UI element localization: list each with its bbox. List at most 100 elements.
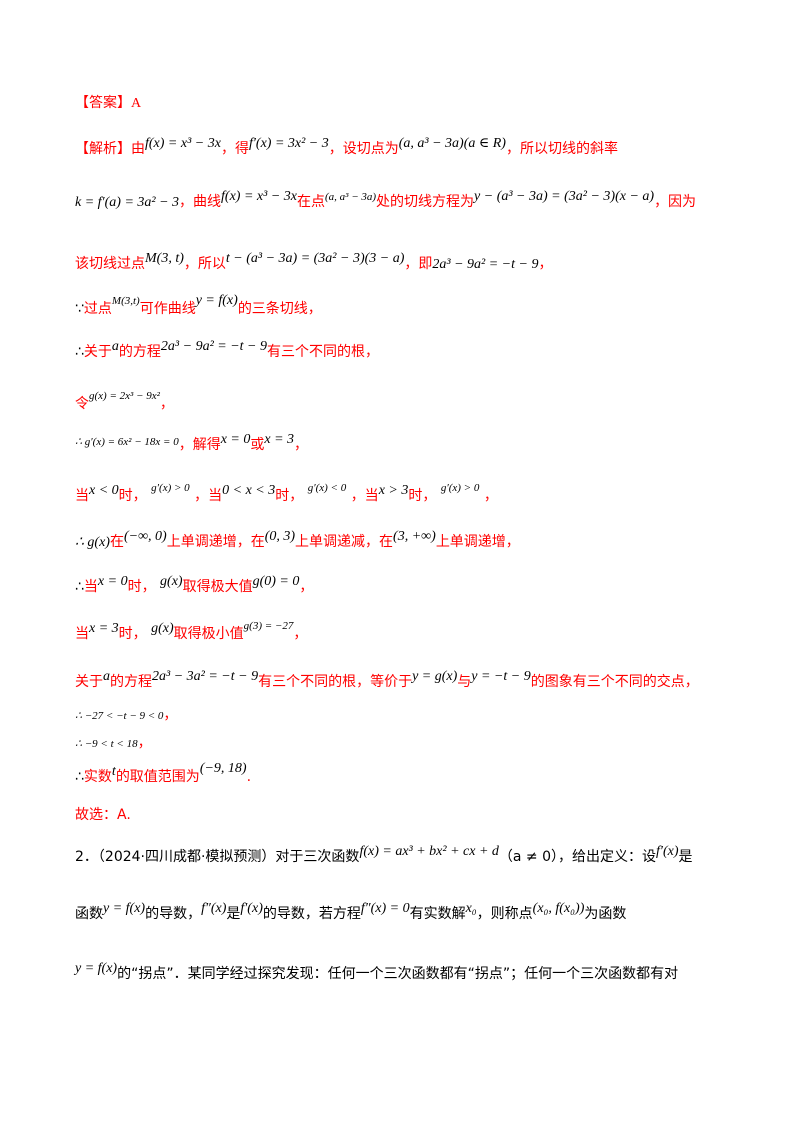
text: 的“拐点”．某同学经过探究发现：任何一个三次函数都有“拐点”；任何一个三次函数都…	[117, 966, 679, 982]
text: 实数	[83, 769, 112, 785]
text: 在	[109, 534, 124, 550]
text: 时，	[118, 626, 147, 642]
text: 的导数，	[145, 906, 202, 922]
math-expr: x = 0	[97, 574, 128, 589]
math-expr: ∴ g′(x) = 6x² − 18x = 0	[75, 436, 179, 448]
text: 有三个不同的根，等价于	[258, 674, 413, 690]
text: ，当	[194, 488, 223, 504]
analysis-line-10: ∴当x = 0时， g(x)取得极大值g(0) = 0，	[75, 574, 314, 597]
text: 上单调递增，在	[166, 534, 265, 550]
text: 该切线过点	[75, 256, 145, 272]
math-expr: x = 3	[264, 432, 295, 447]
problem2-line-1: 2．（2024·四川成都·模拟预测）对于三次函数f(x) = ax³ + bx²…	[75, 844, 693, 867]
math-expr: M(3, t)	[145, 251, 184, 266]
text: 为函数	[584, 906, 627, 922]
text: .	[246, 769, 252, 785]
problem2-line-2: 函数y = f(x)的导数，f″(x)是f′(x)的导数，若方程f″(x) = …	[75, 901, 627, 924]
math-expr: f′(x)	[656, 844, 679, 859]
text: 当	[83, 579, 98, 595]
math-expr: M(3,t)	[111, 295, 140, 307]
math-expr: g′(x) > 0	[440, 482, 480, 494]
text: 取得极小值	[173, 626, 244, 642]
text: 在点	[296, 194, 325, 210]
text: ，所以切线的斜率	[505, 141, 618, 157]
text: 有三个不同的根，	[267, 344, 379, 360]
math-expr: g′(x) > 0	[151, 482, 190, 494]
text: ，所以	[183, 256, 226, 272]
text: 的三条切线，	[237, 301, 322, 317]
analysis-line-6: 令g(x) = 2x³ − 9x²，	[75, 390, 174, 414]
text: 上单调递增，	[435, 534, 520, 550]
math-expr: g(3) = −27	[243, 620, 294, 632]
math-expr: k = f′(a) = 3a² − 3	[75, 195, 180, 210]
therefore-symbol: ∴	[75, 579, 84, 595]
text: ，	[299, 579, 314, 595]
math-expr: a	[111, 339, 119, 354]
text: 是	[678, 849, 693, 865]
text: 的方程	[118, 344, 161, 360]
therefore-symbol: ∴	[75, 769, 84, 785]
math-expr: g′(x) < 0	[307, 482, 347, 494]
text: ，	[538, 256, 553, 272]
answer-value: A	[131, 96, 142, 111]
math-expr: f′(x)	[240, 901, 263, 916]
analysis-line-1: 【解析】由f(x) = x³ − 3x，得f′(x) = 3x² − 3，设切点…	[75, 136, 618, 159]
math-expr: (a, a³ − 3a)	[324, 191, 377, 203]
math-expr: f′(x) = 3x² − 3	[248, 136, 329, 151]
text: 由	[131, 141, 145, 157]
math-expr: 2a³ − 9a² = −t − 9	[160, 339, 267, 354]
text: ，	[163, 707, 178, 723]
analysis-line-4: ∵过点M(3,t)可作曲线y = f(x)的三条切线，	[75, 293, 322, 319]
math-expr: a	[103, 669, 110, 684]
math-expr: (−∞, 0)	[123, 529, 167, 544]
text: （a ≠ 0），给出定义：设	[498, 849, 657, 865]
text: 的导数，若方程	[262, 906, 361, 922]
math-expr: (a, a³ − 3a)(a ∈ R)	[398, 136, 506, 151]
math-expr: t − (a³ − 3a) = (3a² − 3)(3 − a)	[225, 251, 405, 266]
analysis-line-3: 该切线过点M(3, t)，所以t − (a³ − 3a) = (3a² − 3)…	[75, 251, 553, 274]
analysis-line-12: 关于a的方程2a³ − 3a² = −t − 9有三个不同的根，等价于y = g…	[75, 669, 699, 692]
math-expr: f″(x)	[201, 901, 227, 916]
analysis-line-7: ∴ g′(x) = 6x² − 18x = 0，解得x = 0或x = 3，	[75, 432, 309, 455]
math-expr: y = f(x)	[75, 961, 118, 976]
text: ，	[137, 735, 152, 751]
math-expr: x > 3	[378, 483, 409, 498]
text: 上单调递减，在	[295, 534, 394, 550]
text: 的方程	[110, 674, 152, 690]
math-expr: f(x) = x³ − 3x	[221, 189, 297, 204]
text: 处的切线方程为	[376, 194, 475, 210]
text: ，解得	[178, 437, 221, 453]
math-expr: 0 < x < 3	[222, 483, 276, 498]
text: ，	[483, 488, 498, 504]
answer-line: 【答案】A	[75, 94, 141, 113]
problem-heading: 2．（2024·四川成都·模拟预测）对于三次函数	[75, 849, 360, 865]
math-expr: y = g(x)	[412, 669, 458, 684]
math-expr: g(x) = 2x³ − 9x²	[89, 390, 160, 402]
text: ，	[294, 437, 309, 453]
text: 的图象有三个不同的交点，	[530, 674, 699, 690]
math-expr: y − (a³ − 3a) = (3a² − 3)(x − a)	[474, 189, 655, 204]
text: 关于	[75, 674, 103, 690]
answer-label: 【答案】	[75, 95, 131, 111]
problem2-line-3: y = f(x)的“拐点”．某同学经过探究发现：任何一个三次函数都有“拐点”；任…	[75, 961, 679, 984]
math-expr: f(x) = ax³ + bx² + cx + d	[359, 844, 499, 859]
math-expr: g(x)	[151, 621, 174, 636]
text: 或	[250, 437, 265, 453]
math-expr: t	[111, 764, 116, 779]
analysis-line-8: 当x < 0时， g′(x) > 0 ，当0 < x < 3时， g′(x) <…	[75, 482, 498, 506]
analysis-line-13: ∴ −27 < −t − 9 < 0，	[75, 706, 177, 725]
conclusion: 故选：A.	[75, 807, 131, 823]
text: 与	[457, 674, 472, 690]
math-expr: (3, +∞)	[393, 529, 436, 544]
math-expr: y = −t − 9	[471, 669, 531, 684]
analysis-line-11: 当x = 3时， g(x)取得极小值g(3) = −27，	[75, 620, 307, 644]
analysis-line-14: ∴ −9 < t < 18，	[75, 734, 152, 753]
text: 令	[75, 396, 89, 412]
text: ，则称点	[476, 906, 533, 922]
math-expr: 2a³ − 9a² = −t − 9	[432, 257, 539, 272]
text: ，当	[350, 488, 379, 504]
text: ，设切点为	[328, 141, 399, 157]
math-expr: y = f(x)	[103, 901, 146, 916]
text: ，因为	[654, 194, 697, 210]
therefore-symbol: ∴	[75, 344, 84, 360]
